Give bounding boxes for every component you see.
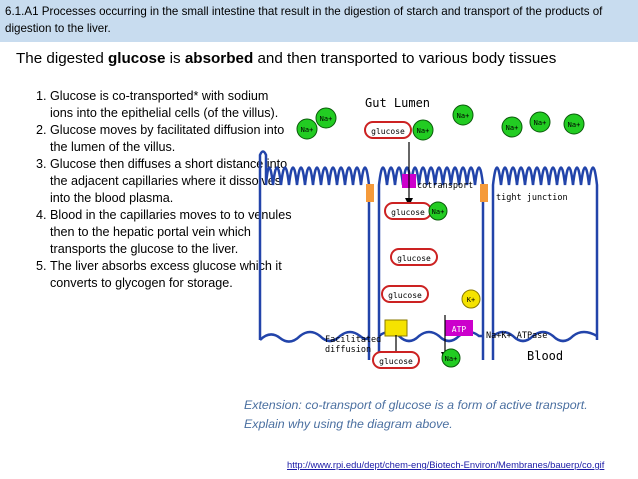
apical-membrane [377,166,485,360]
na-ion: Na+ [315,107,337,129]
svg-text:Na+: Na+ [457,112,470,120]
svg-text:Na+: Na+ [568,121,581,129]
na-k-atpase-label: Na+K+ ATPase [486,331,547,341]
svg-text:Na+: Na+ [432,208,445,216]
basal-membrane [259,330,371,343]
glucose-molecule: glucose [381,285,429,303]
na-ion: Na+ [296,118,318,140]
na-ion: Na+ [501,116,523,138]
gut-lumen-label: Gut Lumen [365,96,430,110]
svg-text:Na+: Na+ [445,355,458,363]
atp-label: ATP [452,325,467,334]
svg-text:glucose: glucose [388,291,422,300]
step-item: Glucose then diffuses a short distance i… [50,156,294,207]
step-item: Glucose is co-transported* with sodium i… [50,88,294,122]
tight-junction-label: tight junction [496,193,568,203]
source-link[interactable]: http://www.rpi.edu/dept/chem-eng/Biotech… [287,459,605,470]
step-item: Blood in the capillaries moves to to ven… [50,207,294,258]
title-post: and then transported to various body tis… [253,50,557,67]
step-item: Glucose moves by facilitated diffusion i… [50,122,294,156]
na-ion: Na+ [563,113,585,135]
facilitated-label-1: Facilitated [325,335,381,345]
tight-junction [480,184,488,202]
glucose-molecule: glucose [372,351,420,369]
basal-membrane [492,330,598,343]
glucose-channel [384,319,408,337]
glucose-molecule: glucose [390,248,438,266]
apical-membrane [491,166,599,360]
svg-text:Na+: Na+ [320,115,333,123]
slide-title: The digested glucose is absorbed and the… [16,50,556,67]
na-ion: Na+ [529,111,551,133]
svg-text:K+: K+ [467,296,475,304]
blood-label: Blood [527,349,563,363]
glucose-molecule: glucose [384,202,432,220]
title-pre: The digested [16,50,109,67]
svg-text:Na+: Na+ [417,127,430,135]
k-ion: K+ [461,289,481,309]
svg-text:glucose: glucose [379,357,413,366]
step-item: The liver absorbs excess glucose which i… [50,258,294,292]
tight-junction [366,184,374,202]
facilitated-label-2: diffusion [325,345,371,355]
na-k-atpase [445,320,473,336]
na-ion: Na+ [412,119,434,141]
svg-text:glucose: glucose [391,208,425,217]
svg-text:Na+: Na+ [301,126,314,134]
na-ion: Na+ [428,201,448,221]
title-mid: is [165,50,185,67]
title-absorbed: absorbed [184,50,254,67]
header-text: 6.1.A1 Processes occurring in the small … [5,5,603,35]
svg-text:Na+: Na+ [506,124,519,132]
glucose-molecule: glucose [364,121,412,139]
apical-membrane [258,150,371,360]
header-bar: 6.1.A1 Processes occurring in the small … [0,0,638,42]
na-ion: Na+ [441,348,461,368]
transport-diagram: Gut Lumen Na+ Na+ Na+ Na+ Na+ Na+ Na+ gl… [258,96,599,369]
cotransport-label: cotransport [417,181,473,191]
na-ion: Na+ [452,104,474,126]
svg-text:glucose: glucose [371,127,405,136]
steps-list: Glucose is co-transported* with sodium i… [10,88,294,292]
title-glucose: glucose [108,50,166,67]
svg-text:glucose: glucose [397,254,431,263]
svg-text:Na+: Na+ [534,119,547,127]
extension-note: Extension: co-transport of glucose is a … [244,398,588,431]
